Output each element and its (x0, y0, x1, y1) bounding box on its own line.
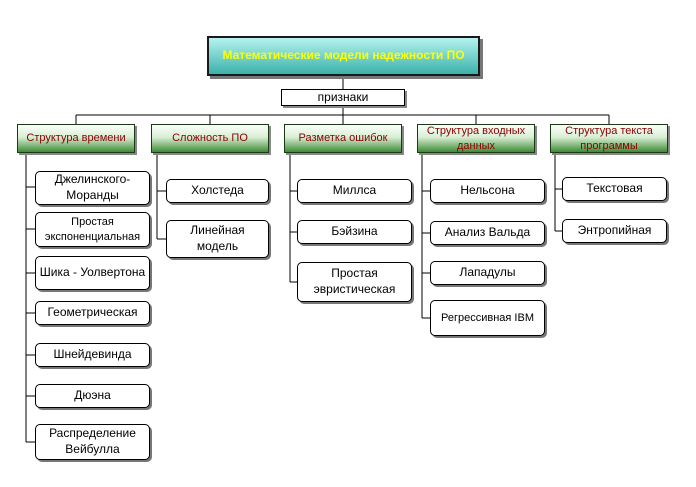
leaf-schick-wolverton: Шика - Уолвертона (35, 256, 150, 290)
category-time-structure: Структура времени (17, 124, 135, 153)
leaf-simple-heuristic: Простая эвристическая (297, 262, 412, 302)
diagram-title: Математические модели надежности ПО (207, 36, 480, 76)
criteria-label: признаки (281, 89, 405, 106)
leaf-ibm-regression: Регрессивная IBM (430, 300, 545, 336)
category-software-complexity: Сложность ПО (151, 124, 269, 153)
leaf-geometric: Геометрическая (35, 301, 150, 325)
leaf-wald-analysis: Анализ Вальда (430, 221, 545, 245)
leaf-text-model: Текстовая (562, 177, 667, 201)
category-input-data-structure: Структура входных данных (417, 124, 535, 153)
leaf-mills: Миллса (297, 179, 412, 203)
leaf-nelson: Нельсона (430, 179, 545, 203)
leaf-halstead: Холстеда (166, 179, 269, 203)
leaf-weibull-distribution: Распределение Вейбулла (35, 424, 150, 460)
leaf-basin: Бэйзина (297, 220, 412, 244)
leaf-lapadula: Лападулы (430, 261, 545, 285)
category-error-seeding: Разметка ошибок (284, 124, 402, 153)
category-program-text-structure: Структура текста программы (550, 124, 668, 153)
leaf-simple-exponential: Простая экспоненциальная (35, 212, 150, 247)
leaf-schneidewind: Шнейдевинда (35, 343, 150, 367)
leaf-linear-model: Линейная модель (166, 220, 269, 258)
leaf-entropy-model: Энтропийная (562, 219, 667, 243)
leaf-duane: Дюэна (35, 384, 150, 408)
leaf-jelinski-moranda: Джелинского-Моранды (35, 171, 150, 205)
